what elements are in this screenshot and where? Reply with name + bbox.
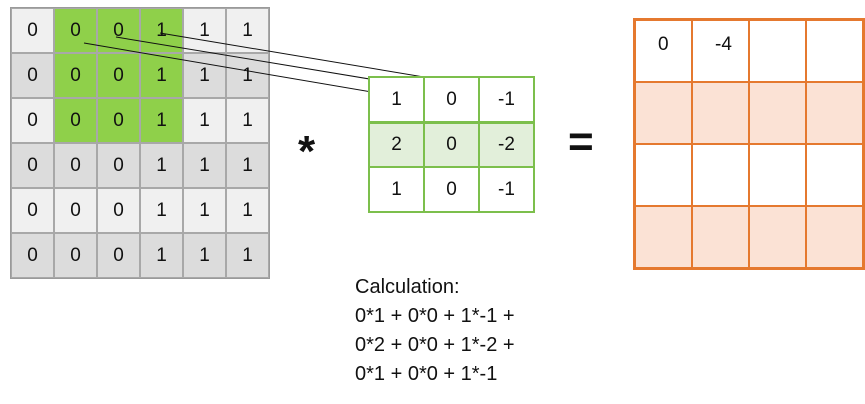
input-cell: 1 [226, 188, 269, 233]
output-cell [806, 144, 863, 206]
input-cell: 0 [11, 53, 54, 98]
input-cell-highlighted: 0 [97, 98, 140, 143]
kernel-matrix: 1 0 -1 2 0 -2 1 0 -1 [368, 76, 535, 213]
calculation-line: 0*1 + 0*0 + 1*-1 [355, 363, 498, 385]
output-cell [692, 82, 749, 144]
input-cell-highlighted: 1 [140, 98, 183, 143]
input-cell: 0 [97, 233, 140, 278]
input-cell: 1 [140, 143, 183, 188]
output-cell [692, 206, 749, 268]
input-cell-highlighted: 0 [54, 53, 97, 98]
input-cell-highlighted: 1 [140, 53, 183, 98]
kernel-cell: 0 [424, 122, 479, 167]
kernel-cell: 1 [369, 167, 424, 212]
kernel-cell: 2 [369, 122, 424, 167]
input-cell-highlighted: 0 [97, 53, 140, 98]
input-cell: 1 [183, 8, 226, 53]
calculation-line: 0*1 + 0*0 + 1*-1 + [355, 305, 515, 327]
input-cell: 0 [11, 8, 54, 53]
kernel-cell: -1 [479, 167, 534, 212]
output-matrix: 0 -4 [633, 18, 865, 270]
input-cell: 1 [226, 53, 269, 98]
output-cell [806, 20, 863, 82]
output-cell [806, 82, 863, 144]
kernel-cell: 1 [369, 77, 424, 122]
input-cell: 0 [11, 188, 54, 233]
kernel-cell: 0 [424, 167, 479, 212]
kernel-cell: -1 [479, 77, 534, 122]
calculation-title: Calculation: [355, 276, 460, 298]
calculation-line: 0*2 + 0*0 + 1*-2 + [355, 334, 515, 356]
output-cell [806, 206, 863, 268]
input-cell: 1 [183, 53, 226, 98]
input-cell-highlighted: 0 [54, 98, 97, 143]
input-cell: 1 [226, 233, 269, 278]
input-cell: 1 [140, 188, 183, 233]
input-cell: 0 [54, 143, 97, 188]
input-cell: 1 [183, 98, 226, 143]
input-cell: 0 [11, 143, 54, 188]
input-cell: 0 [11, 233, 54, 278]
kernel-cell: -2 [479, 122, 534, 167]
output-cell [635, 82, 692, 144]
kernel-cell: 0 [424, 77, 479, 122]
input-cell: 1 [140, 233, 183, 278]
input-cell: 1 [226, 143, 269, 188]
input-cell-highlighted: 0 [97, 8, 140, 53]
input-cell: 0 [54, 233, 97, 278]
output-cell: 0 [635, 20, 692, 82]
input-cell: 1 [183, 233, 226, 278]
input-cell: 0 [11, 98, 54, 143]
input-cell: 1 [226, 98, 269, 143]
output-cell [692, 144, 749, 206]
input-cell: 1 [226, 8, 269, 53]
input-cell-highlighted: 1 [140, 8, 183, 53]
calculation-text: Calculation: 0*1 + 0*0 + 1*-1 + 0*2 + 0*… [355, 273, 515, 389]
output-cell [749, 20, 806, 82]
output-cell [749, 206, 806, 268]
input-cell: 0 [97, 188, 140, 233]
output-cell: -4 [692, 20, 749, 82]
input-cell: 0 [54, 188, 97, 233]
equals-operator: = [568, 117, 594, 166]
input-cell-highlighted: 0 [54, 8, 97, 53]
multiply-operator: * [298, 127, 316, 176]
input-cell: 1 [183, 143, 226, 188]
output-cell [749, 144, 806, 206]
input-matrix: 0 0 0 1 1 1 0 0 0 1 1 1 0 0 0 1 1 1 0 0 … [10, 7, 270, 279]
output-cell [635, 144, 692, 206]
input-cell: 1 [183, 188, 226, 233]
output-cell [749, 82, 806, 144]
input-cell: 0 [97, 143, 140, 188]
output-cell [635, 206, 692, 268]
